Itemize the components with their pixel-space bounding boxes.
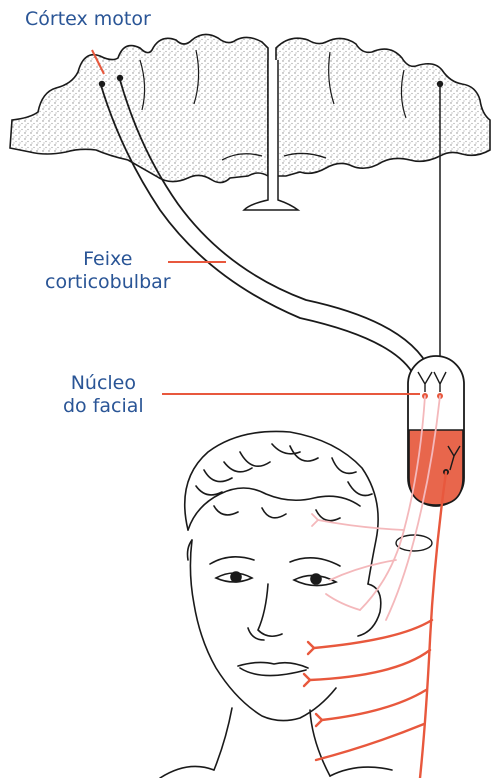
label-nucleus-line2: do facial xyxy=(63,395,144,418)
cortex-neuron-left-b xyxy=(117,75,123,81)
label-facial-nucleus: Núcleo do facial xyxy=(63,372,144,418)
cortex-left-hemisphere xyxy=(10,34,268,182)
label-nucleus-line1: Núcleo xyxy=(63,372,144,395)
cortex-right-hemisphere xyxy=(276,38,490,176)
label-bundle-line2: corticobulbar xyxy=(45,271,171,294)
label-cortex-motor: Córtex motor xyxy=(25,8,151,31)
face-illustration xyxy=(160,431,392,778)
lower-facial-nerve-branches xyxy=(304,472,446,778)
label-cortex-text: Córtex motor xyxy=(25,8,151,31)
cortex-neuron-left-a xyxy=(99,81,105,87)
label-bundle-line1: Feixe xyxy=(45,248,171,271)
label-corticobulbar-bundle: Feixe corticobulbar xyxy=(45,248,171,294)
